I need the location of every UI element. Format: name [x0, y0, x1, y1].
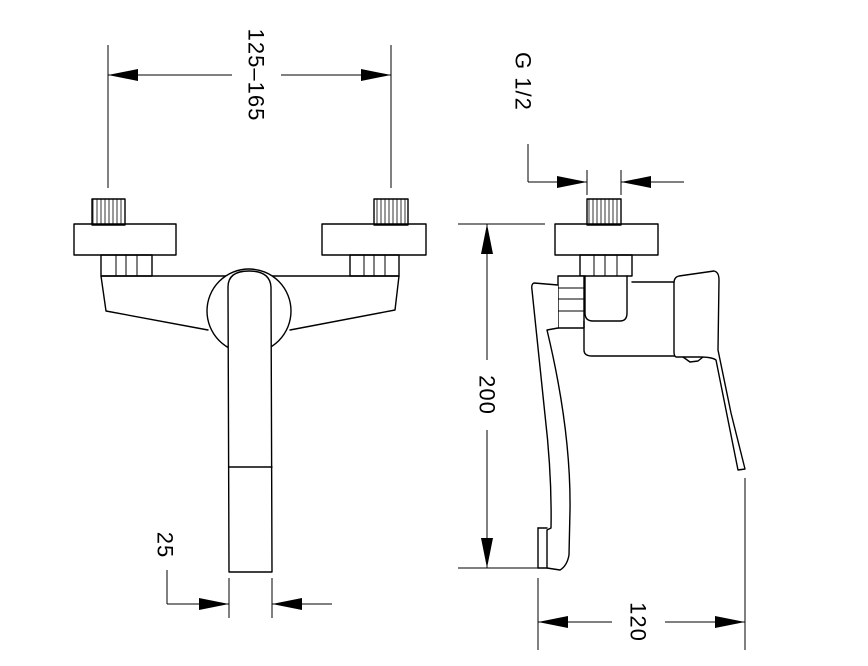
dim-thread-label: G 1/2 [511, 52, 536, 111]
dim-spout-diameter-label: 25 [153, 532, 178, 558]
side-mixer-body [583, 281, 686, 357]
dim-projection-label: 120 [626, 602, 651, 642]
lever-handle [673, 270, 746, 471]
dim-width-range-label: 125–165 [244, 29, 269, 122]
left-flange [73, 223, 177, 256]
spout [227, 270, 273, 573]
left-thread [91, 198, 126, 226]
side-nut [579, 254, 633, 277]
right-nut [349, 254, 400, 277]
mixer-body [100, 275, 400, 331]
side-spout [531, 282, 571, 571]
right-thread [373, 198, 409, 226]
front-view [73, 198, 427, 573]
side-small-nut [557, 275, 585, 329]
dim-thread: G 1/2 [511, 52, 684, 195]
side-inlet-connector [584, 275, 628, 322]
side-view [531, 198, 746, 571]
right-flange [321, 223, 427, 256]
dim-height-label: 200 [475, 375, 500, 415]
dim-spout-diameter: 25 [153, 532, 332, 618]
left-nut [100, 254, 153, 277]
dim-projection: 120 [537, 478, 746, 650]
dim-width-range: 125–165 [107, 29, 392, 188]
dim-height: 200 [458, 223, 545, 569]
side-flange [554, 223, 659, 256]
side-thread [586, 198, 622, 226]
